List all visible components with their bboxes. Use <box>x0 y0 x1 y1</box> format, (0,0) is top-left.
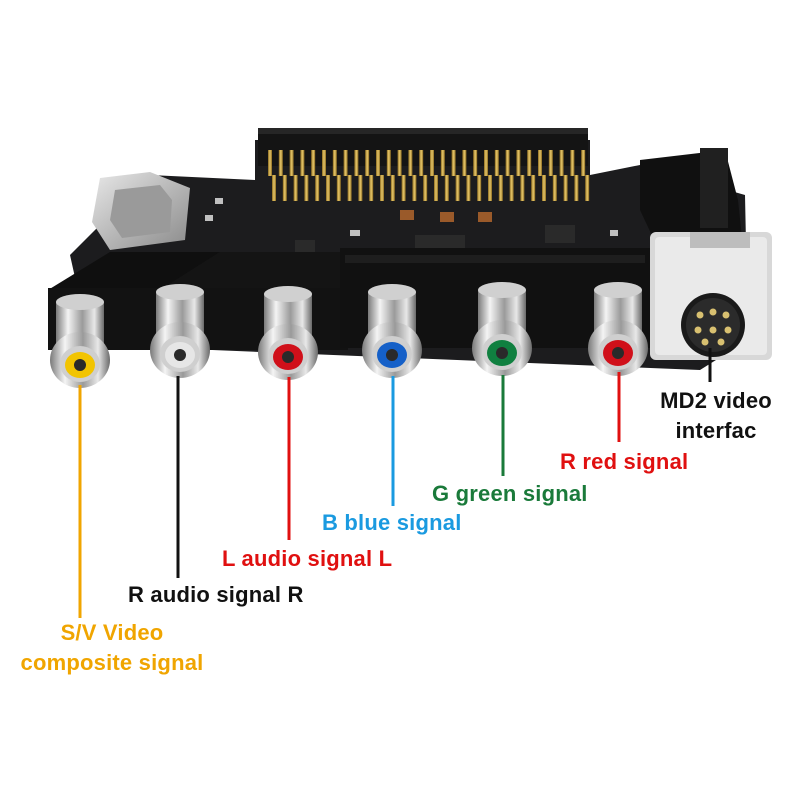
header-pin <box>570 150 575 176</box>
label-audio-r: R audio signal R <box>128 582 304 607</box>
header-pin <box>347 175 352 201</box>
header-pin <box>527 150 532 176</box>
rca-green <box>472 282 532 376</box>
header-pin <box>559 150 564 176</box>
label-audio-l: L audio signal L <box>222 546 393 571</box>
header-pin <box>300 150 305 176</box>
header-pin <box>343 150 348 176</box>
header-pin <box>466 175 471 201</box>
header-pin <box>548 150 553 176</box>
header-pin <box>498 175 503 201</box>
header-pin <box>484 150 488 176</box>
header-pin <box>397 150 402 176</box>
header-pin <box>322 150 326 176</box>
header-pin <box>419 150 424 176</box>
label-composite-line1: S/V Video <box>60 620 164 645</box>
leader-lines <box>78 348 712 618</box>
header-pin <box>509 175 514 201</box>
header-pin <box>516 150 521 176</box>
rca-connectors <box>50 282 648 388</box>
header-pin <box>289 150 294 176</box>
header-pin <box>488 175 492 201</box>
header-pin <box>408 150 413 176</box>
rca-yellow <box>50 294 110 388</box>
header-pin <box>369 175 374 201</box>
header-pin <box>477 175 482 201</box>
header-pin <box>311 150 316 176</box>
rca-red-left <box>258 286 318 380</box>
label-green: G green signal <box>432 481 588 506</box>
label-md2-line1: MD2 video <box>660 388 772 413</box>
header-pin <box>520 175 525 201</box>
dc-jack <box>640 148 742 242</box>
header-pin <box>380 175 384 201</box>
header-pin <box>386 150 391 176</box>
svideo-port <box>650 232 772 360</box>
header-pin <box>365 150 370 176</box>
header-pin <box>326 175 330 201</box>
header-pin <box>574 175 579 201</box>
header-pin <box>412 175 417 201</box>
header-pin <box>293 175 298 201</box>
rca-white <box>150 284 210 378</box>
header-pin <box>282 175 287 201</box>
header-pin <box>401 175 406 201</box>
header-pin <box>455 175 460 201</box>
header-pin <box>440 150 445 176</box>
header-pin <box>332 150 337 176</box>
label-md2-line2: interfac <box>675 418 757 443</box>
header-pin <box>358 175 363 201</box>
header-pin <box>336 175 341 201</box>
pin-header <box>258 128 590 201</box>
header-pin <box>268 150 272 176</box>
header-pin <box>376 150 380 176</box>
header-pin <box>278 150 283 176</box>
rca-housings <box>48 248 650 350</box>
header-pin <box>494 150 499 176</box>
rca-red-right <box>588 282 648 376</box>
label-md2: MD2 video interfac <box>648 386 784 446</box>
header-pin <box>581 150 586 176</box>
header-pin <box>354 150 359 176</box>
header-pin <box>390 175 395 201</box>
header-pin <box>315 175 320 201</box>
header-pin <box>585 175 590 201</box>
header-pin <box>304 175 309 201</box>
header-pin <box>462 150 467 176</box>
header-pin <box>430 150 434 176</box>
header-pin <box>423 175 428 201</box>
rca-blue <box>362 284 422 378</box>
label-blue: B blue signal <box>322 510 462 535</box>
header-pin <box>473 150 478 176</box>
label-composite-line2: composite signal <box>20 650 204 675</box>
header-pin <box>563 175 568 201</box>
header-pin <box>505 150 510 176</box>
header-pin <box>451 150 456 176</box>
label-composite: S/V Video composite signal <box>0 618 224 678</box>
header-pin <box>444 175 449 201</box>
header-pin <box>552 175 557 201</box>
label-red: R red signal <box>560 449 689 474</box>
header-pin <box>434 175 438 201</box>
header-pin <box>531 175 536 201</box>
header-pin <box>538 150 542 176</box>
header-pin <box>272 175 276 201</box>
header-pin <box>542 175 546 201</box>
usb-connector <box>92 172 190 250</box>
